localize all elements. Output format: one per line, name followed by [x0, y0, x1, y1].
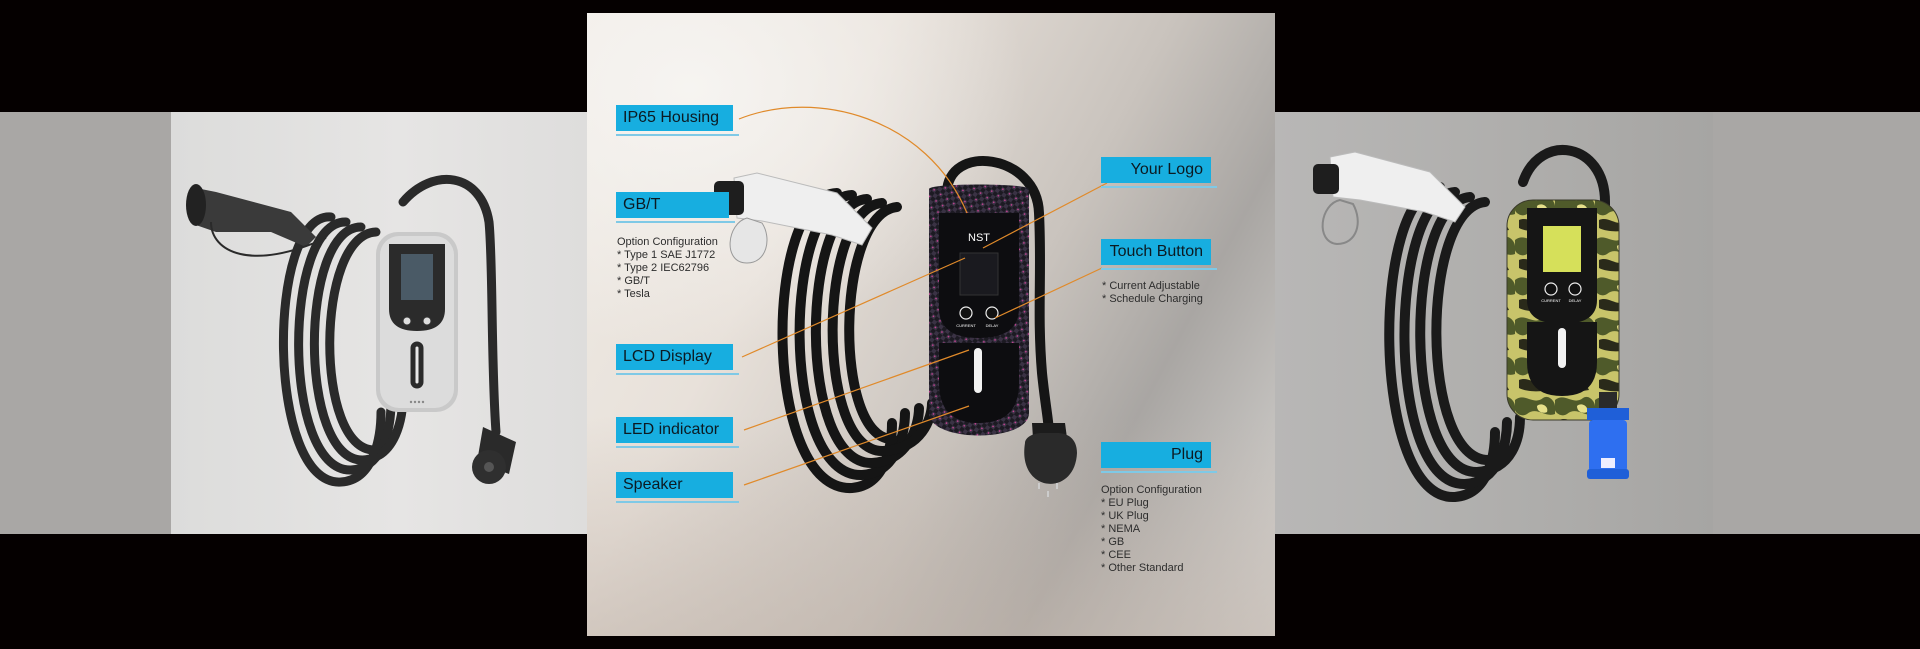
left-product-panel — [171, 112, 587, 534]
callout-ip65-housing: IP65 Housing — [616, 105, 739, 136]
carbon-charger-body: NST CURRENT DELAY — [929, 184, 1029, 436]
callout-touch-button: Touch Button — [1101, 239, 1217, 270]
right-product-panel: CURRENT DELAY — [1275, 112, 1713, 534]
svg-text:CURRENT: CURRENT — [956, 323, 976, 328]
cn-plug — [1024, 423, 1077, 497]
camo-charger-illustration: CURRENT DELAY — [1313, 145, 1629, 503]
svg-text:CURRENT: CURRENT — [1541, 298, 1561, 303]
connector-options-list: Option Configuration * Type 1 SAE J1772 … — [617, 236, 718, 300]
callout-your-logo: Your Logo — [1101, 157, 1217, 188]
plug-options-list: Option Configuration * EU Plug * UK Plug… — [1101, 484, 1202, 574]
callout-lcd-display: LCD Display — [616, 344, 739, 375]
gbt-connector-right — [1313, 151, 1466, 246]
touch-options-list: * Current Adjustable * Schedule Charging — [1102, 280, 1203, 305]
eu-plug — [472, 427, 516, 484]
nst-logo: NST — [968, 232, 990, 244]
white-charger-illustration — [186, 175, 516, 487]
callout-gbt: GB/T — [616, 192, 735, 223]
svg-text:DELAY: DELAY — [1569, 298, 1582, 303]
callout-speaker: Speaker — [616, 472, 739, 503]
carbon-charger-illustration: NST CURRENT DELAY — [714, 106, 1108, 497]
callout-plug: Plug — [1101, 442, 1217, 473]
type2-connector — [186, 184, 327, 257]
center-product-panel: NST CURRENT DELAY IP65 Housi — [587, 13, 1275, 636]
cee-blue-plug — [1587, 392, 1629, 479]
callout-led-indicator: LED indicator — [616, 417, 739, 448]
camo-charger-body: CURRENT DELAY — [1506, 199, 1620, 421]
svg-text:DELAY: DELAY — [986, 323, 999, 328]
white-charger-body — [376, 232, 458, 412]
